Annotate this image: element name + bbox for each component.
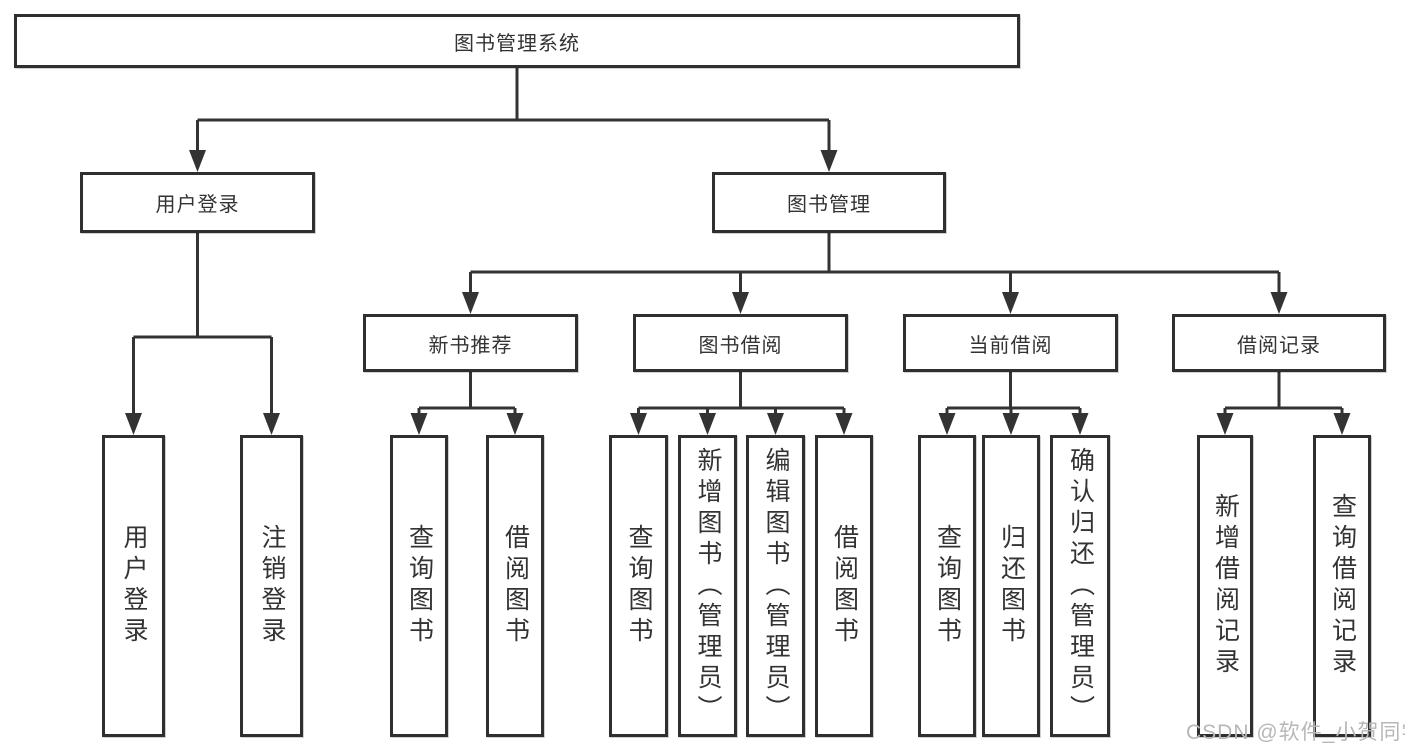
leaf-cb-return-books: 归还图书	[982, 435, 1040, 737]
node-user-login: 用户登录	[80, 172, 315, 233]
leaf-cb-confirm-return-admin: 确认归还（管理员）	[1050, 435, 1110, 737]
leaf-bb-add-books-admin: 新增图书（管理员）	[678, 435, 737, 737]
leaf-br-add-record: 新增借阅记录	[1197, 435, 1253, 737]
leaf-bb-borrow-books: 借阅图书	[815, 435, 873, 737]
node-new-book-recommend: 新书推荐	[363, 314, 578, 372]
leaf-cb-query-books: 查询图书	[918, 435, 976, 737]
leaf-bb-query-books: 查询图书	[609, 435, 668, 737]
leaf-user-login: 用户登录	[102, 435, 165, 737]
node-current-borrow: 当前借阅	[903, 314, 1118, 372]
leaf-logout: 注销登录	[240, 435, 303, 737]
node-book-management: 图书管理	[712, 172, 946, 233]
leaf-nbr-query-books: 查询图书	[390, 435, 448, 737]
csdn-watermark: CSDN @软件_小贺同学	[1186, 721, 1405, 744]
leaf-bb-edit-books-admin: 编辑图书（管理员）	[746, 435, 805, 737]
leaf-nbr-borrow-books: 借阅图书	[486, 435, 544, 737]
node-borrow-records: 借阅记录	[1172, 314, 1386, 372]
leaf-br-query-record: 查询借阅记录	[1313, 435, 1371, 737]
node-library-system: 图书管理系统	[14, 14, 1020, 68]
node-book-borrow: 图书借阅	[633, 314, 848, 372]
